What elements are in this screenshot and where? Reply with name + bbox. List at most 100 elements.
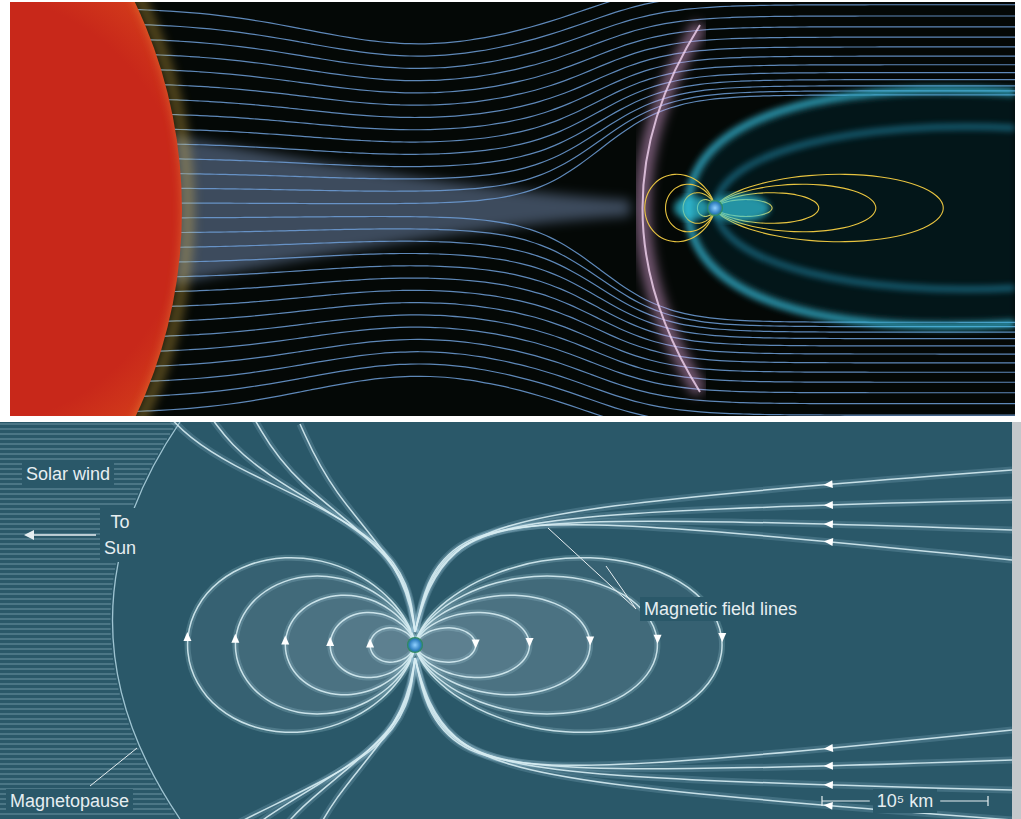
field-ribbon — [255, 658, 415, 819]
magnetosphere — [688, 90, 1015, 326]
field-arrowhead — [824, 537, 834, 546]
hatch-line — [0, 754, 141, 755]
hatch-line — [0, 644, 111, 645]
field-line — [165, 658, 415, 819]
field-ribbon — [415, 470, 1012, 632]
hatch-line — [0, 709, 124, 710]
hatch-line — [0, 624, 111, 625]
leader-line — [606, 566, 636, 609]
direction-arrow — [26, 534, 96, 535]
hatch-line — [0, 639, 111, 640]
field-line — [415, 658, 1012, 769]
hatch-line — [0, 594, 112, 595]
frame-edge — [1012, 422, 1021, 819]
hatch-line — [0, 449, 161, 450]
hatch-line — [0, 489, 140, 490]
sun — [10, 2, 182, 416]
hatch-line — [0, 504, 134, 505]
field-line — [415, 500, 1012, 632]
field-arrowhead — [326, 637, 334, 646]
field-ribbon — [210, 422, 415, 632]
callout-label: Magnetic field lines — [640, 597, 801, 621]
hatch-line — [0, 759, 143, 760]
field-line — [165, 422, 415, 632]
field-line — [255, 658, 415, 819]
hatch-line — [0, 689, 119, 690]
hatch-line — [0, 764, 146, 765]
field-arrowhead — [183, 632, 191, 641]
field-line — [415, 658, 1012, 819]
hatch-line — [0, 424, 177, 425]
hatch-line — [0, 619, 111, 620]
arrowhead — [24, 530, 34, 540]
hatch-line — [0, 494, 138, 495]
field-arrowhead — [586, 636, 594, 645]
field-line — [330, 612, 415, 677]
hatch-line — [0, 444, 164, 445]
hatch-line — [0, 574, 114, 575]
hatch-line — [0, 584, 113, 585]
field-arrowhead — [654, 635, 662, 644]
hatch-line — [0, 814, 175, 815]
hatch-line — [0, 459, 155, 460]
field-ribbon — [165, 658, 415, 819]
field-arrowhead — [824, 501, 833, 509]
hatch-line — [0, 779, 154, 780]
field-arrowhead — [823, 480, 833, 489]
hatch-line — [0, 429, 173, 430]
hatch-line — [0, 724, 129, 725]
field-ribbon — [416, 558, 722, 733]
field-arrowhead — [718, 633, 726, 642]
hatch-line — [0, 744, 137, 745]
field-ribbon — [255, 422, 415, 632]
field-arrowhead — [281, 635, 289, 644]
solar-wind-hatching — [0, 424, 177, 814]
field-ribbon — [415, 658, 1012, 819]
field-ribbon — [415, 658, 1012, 769]
hatch-line — [0, 699, 121, 700]
hatch-line — [0, 649, 112, 650]
hatch-line — [0, 714, 125, 715]
field-arrowhead — [824, 781, 833, 789]
scale-label: 10⁵ km — [873, 789, 937, 813]
field-lines — [165, 422, 1012, 819]
hatch-line — [0, 654, 112, 655]
hatch-line — [0, 704, 122, 705]
field-arrowhead — [824, 744, 834, 753]
direction-label: To Sun — [100, 508, 140, 562]
hatch-line — [0, 684, 117, 685]
leader-line — [90, 748, 137, 786]
field-arrowhead — [526, 638, 534, 647]
hatch-line — [0, 609, 111, 610]
hatch-line — [0, 439, 167, 440]
hatch-line — [0, 599, 111, 600]
hatch-line — [0, 739, 135, 740]
field-line — [415, 628, 475, 662]
field-arrowhead — [824, 762, 833, 770]
field-line — [300, 424, 415, 632]
hatch-line — [0, 589, 112, 590]
hatch-line — [0, 629, 111, 630]
field-ribbon — [415, 521, 1012, 632]
hatch-line — [0, 669, 115, 670]
hatch-line — [0, 719, 127, 720]
hatch-line — [0, 634, 111, 635]
callout-label: Magnetopause — [6, 789, 133, 813]
field-line — [415, 612, 529, 677]
field-line — [415, 595, 590, 695]
hatch-line — [0, 674, 115, 675]
hatch-line — [0, 564, 116, 565]
field-line — [415, 658, 1012, 765]
hatch-line — [0, 729, 131, 730]
earth — [407, 637, 423, 653]
sun-corona — [10, 2, 188, 416]
space-painting — [10, 2, 1015, 416]
leader-line — [548, 528, 636, 609]
dipole-field-lines — [645, 174, 943, 241]
field-ribbon — [415, 658, 1012, 765]
field-ribbon — [415, 500, 1012, 632]
hatch-line — [0, 604, 111, 605]
hatch-line — [0, 434, 170, 435]
hatch-line — [0, 454, 158, 455]
